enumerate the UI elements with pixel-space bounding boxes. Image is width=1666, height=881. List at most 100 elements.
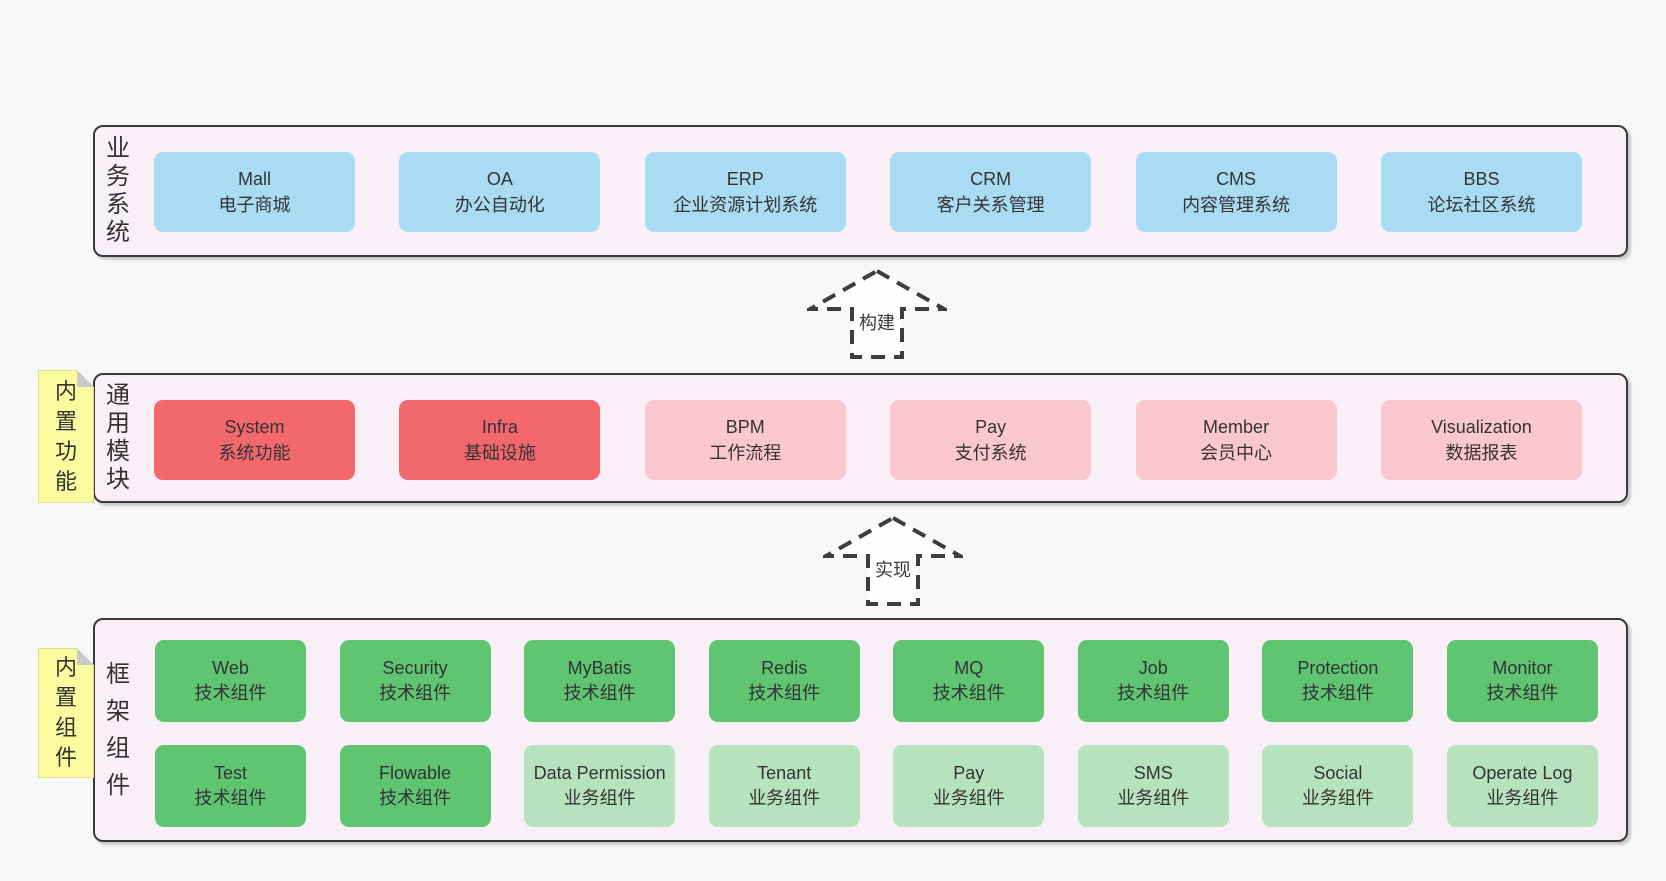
framework-components-box-operate-log: Operate Log 业务组件 (1446, 745, 1598, 827)
box-title: Protection (1297, 658, 1379, 678)
box-title: Web (212, 658, 249, 678)
box-subtitle: 客户关系管理 (936, 195, 1045, 215)
box-title: Job (1138, 658, 1168, 678)
box-subtitle: 技术组件 (563, 683, 636, 703)
vertical-label-char: 务 (106, 163, 130, 190)
box-subtitle: 技术组件 (748, 683, 821, 703)
vertical-label-char: 组 (54, 715, 77, 740)
arrow-build-label: 构建 (857, 309, 897, 335)
box-title: Security (382, 658, 448, 678)
box-subtitle: 技术组件 (1301, 683, 1374, 703)
folded-corner-icon (77, 370, 94, 387)
framework-components-box-tenant: Tenant 业务组件 (708, 745, 860, 827)
box-title: Social (1313, 763, 1363, 783)
box-subtitle: 数据报表 (1445, 443, 1518, 463)
box-title: System (224, 417, 285, 437)
sticky-note-builtin-components: 内置组件 (38, 648, 94, 778)
box-subtitle: 内容管理系统 (1182, 195, 1291, 215)
framework-components-box-mq: MQ 技术组件 (893, 640, 1045, 722)
box-title: CMS (1216, 169, 1257, 189)
box-subtitle: 技术组件 (194, 788, 267, 808)
sticky-note-builtin-features: 内置功能 (38, 370, 94, 503)
vertical-label-char: 功 (54, 438, 77, 464)
vertical-label-char: 框 (106, 660, 130, 688)
box-title: CRM (970, 169, 1012, 189)
box-title: BBS (1463, 169, 1500, 189)
box-title: Redis (761, 658, 808, 678)
box-title: SMS (1133, 763, 1173, 783)
vertical-label-char: 内 (54, 655, 77, 680)
box-title: MyBatis (567, 658, 632, 678)
framework-components-box-redis: Redis 技术组件 (708, 640, 860, 722)
box-subtitle: 业务组件 (932, 788, 1005, 808)
box-title: BPM (725, 417, 765, 437)
vertical-label-char: 用 (106, 410, 130, 437)
box-subtitle: 基础设施 (463, 443, 536, 463)
box-subtitle: 技术组件 (1486, 683, 1559, 703)
box-subtitle: 支付系统 (954, 443, 1027, 463)
box-subtitle: 会员中心 (1200, 443, 1273, 463)
common-modules-box-visualization: Visualization 数据报表 (1380, 400, 1582, 480)
box-title: Operate Log (1472, 763, 1573, 783)
box-subtitle: 电子商城 (218, 195, 291, 215)
band-common-modules-side-label: 通用模块 (101, 375, 135, 501)
framework-components-box-protection: Protection 技术组件 (1262, 640, 1414, 722)
vertical-label-char: 模 (106, 438, 130, 465)
business-systems-box-crm: CRM 客户关系管理 (890, 152, 1092, 232)
vertical-label-char: 系 (106, 191, 130, 218)
box-title: Flowable (379, 763, 452, 783)
arrow-implement-label: 实现 (873, 556, 913, 582)
box-subtitle: 业务组件 (1117, 788, 1190, 808)
box-subtitle: 技术组件 (194, 683, 267, 703)
box-title: OA (486, 169, 513, 189)
business-systems-box-mall: Mall 电子商城 (154, 152, 355, 232)
up-arrow-dashed-implement: 实现 (823, 515, 963, 607)
box-subtitle: 业务组件 (748, 788, 821, 808)
vertical-label-char: 架 (106, 697, 130, 725)
box-title: Visualization (1431, 417, 1532, 437)
band-business-systems-side-label: 业务系统 (101, 127, 135, 255)
band-framework-components-side-label: 框架组件 (101, 620, 135, 840)
vertical-label-char: 块 (106, 466, 130, 493)
box-subtitle: 系统功能 (218, 443, 291, 463)
framework-components-box-mybatis: MyBatis 技术组件 (524, 640, 676, 722)
framework-components-box-data-permission: Data Permission 业务组件 (524, 745, 676, 827)
box-title: ERP (726, 169, 764, 189)
vertical-label-char: 置 (54, 685, 77, 710)
box-subtitle: 工作流程 (709, 443, 782, 463)
vertical-label-char: 件 (106, 771, 130, 799)
box-title: Tenant (757, 763, 812, 783)
vertical-label-char: 组 (106, 734, 130, 762)
box-subtitle: 业务组件 (563, 788, 636, 808)
box-title: Data Permission (533, 763, 666, 783)
vertical-label-char: 业 (106, 135, 130, 162)
box-subtitle: 业务组件 (1301, 788, 1374, 808)
box-subtitle: 企业资源计划系统 (673, 195, 818, 215)
vertical-label-char: 置 (54, 408, 77, 434)
box-subtitle: 论坛社区系统 (1427, 195, 1536, 215)
box-title: MQ (954, 658, 984, 678)
common-modules-box-bpm: BPM 工作流程 (644, 400, 846, 480)
business-systems-box-bbs: BBS 论坛社区系统 (1380, 152, 1582, 232)
up-arrow-dashed-build: 构建 (807, 268, 947, 360)
box-title: Mall (237, 169, 271, 189)
framework-components-box-web: Web 技术组件 (155, 640, 306, 722)
common-modules-box-system: System 系统功能 (154, 400, 355, 480)
box-subtitle: 技术组件 (932, 683, 1005, 703)
vertical-label-char: 能 (54, 468, 77, 494)
box-subtitle: 业务组件 (1486, 788, 1559, 808)
